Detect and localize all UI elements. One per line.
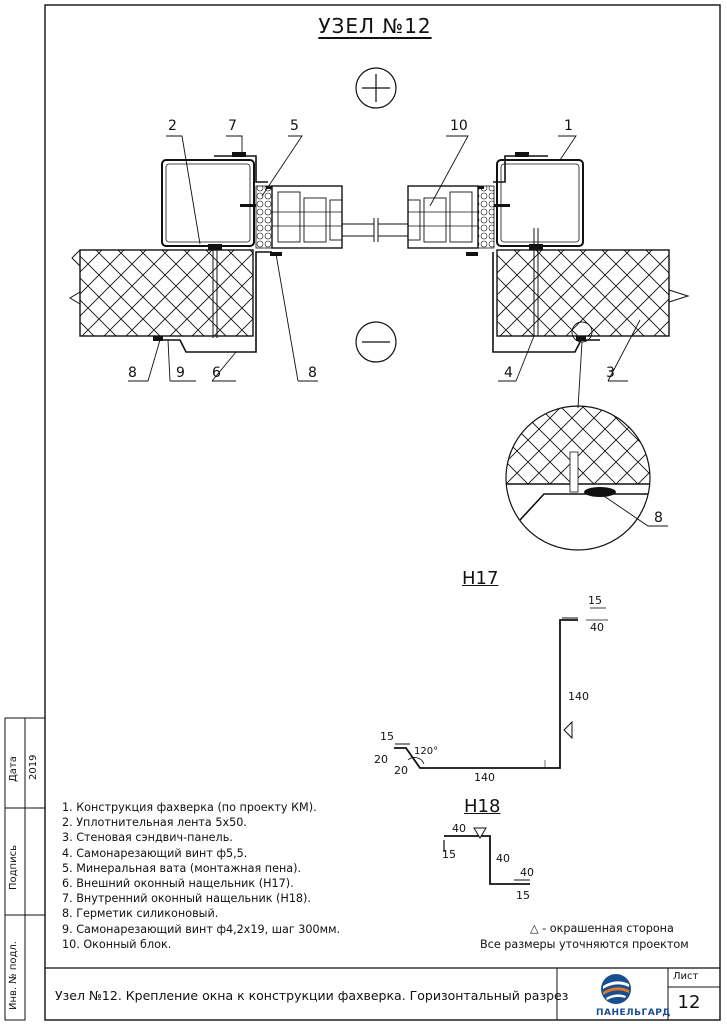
painted-side-note: △ - окрашенная сторона xyxy=(530,922,674,935)
legend-item: 3. Стеновая сэндвич-панель. xyxy=(62,831,233,845)
leader-lines xyxy=(128,135,668,527)
facade-frame-right xyxy=(496,159,584,336)
legend-item: 2. Уплотнительная лента 5х50. xyxy=(62,816,247,830)
h17-dim-top-flange: 40 xyxy=(590,621,604,634)
exterior-sign xyxy=(355,321,397,363)
h18-dim-bottom-hem: 15 xyxy=(516,889,530,902)
callout-7: 7 xyxy=(228,118,237,134)
profile-h17-label: Н17 xyxy=(462,568,499,589)
stamp-date-label: Дата xyxy=(8,756,19,782)
facade-frame-left xyxy=(161,159,255,338)
callout-10: 10 xyxy=(450,118,468,134)
legend-list: 1. Конструкция фахверка (по проекту КМ).… xyxy=(62,800,340,952)
title-block-caption: Узел №12. Крепление окна к конструкции ф… xyxy=(55,988,569,1003)
sheet-number: 12 xyxy=(677,992,701,1013)
brand-logo-icon xyxy=(601,974,631,1004)
legend-item: 10. Оконный блок. xyxy=(62,937,172,951)
h17-dim-angle: 120° xyxy=(414,746,439,757)
h18-dim-vertical: 40 xyxy=(496,852,510,865)
h18-dim-top: 40 xyxy=(452,822,466,835)
callout-9: 9 xyxy=(176,365,185,381)
h17-dim-left-down: 20 xyxy=(394,764,408,777)
callout-3: 3 xyxy=(606,365,615,381)
h18-dim-left-hem: 15 xyxy=(442,848,456,861)
legend-item: 4. Самонарезающий винт ф5,5. xyxy=(62,846,248,860)
mineral-wool-left xyxy=(255,185,273,249)
h17-dim-left-hem: 15 xyxy=(380,730,394,743)
h17-dim-top-hem: 15 xyxy=(588,594,602,607)
callout-1: 1 xyxy=(564,118,573,134)
legend-item: 9. Самонарезающий винт ф4,2х19, шаг 300м… xyxy=(62,922,341,936)
legend-item: 8. Герметик силиконовый. xyxy=(62,907,219,921)
h17-dim-bottom: 140 xyxy=(474,771,495,784)
window-block-left xyxy=(271,185,379,249)
callout-2: 2 xyxy=(168,118,177,134)
legend-item: 5. Минеральная вата (монтажная пена). xyxy=(62,861,302,875)
callout-6: 6 xyxy=(212,365,221,381)
legend-item: 1. Конструкция фахверка (по проекту КМ). xyxy=(62,801,317,814)
legend-item: 6. Внешний оконный нащельник (Н17). xyxy=(62,877,294,891)
sandwich-panel-left xyxy=(69,249,254,337)
mineral-wool-right xyxy=(477,185,495,249)
sandwich-panel-right xyxy=(496,249,690,337)
callout-4: 4 xyxy=(504,365,513,381)
window-block-right xyxy=(377,185,479,249)
callout-8-left: 8 xyxy=(128,365,137,381)
stamp-sign-label: Подпись xyxy=(8,845,19,890)
profile-h18-label: Н18 xyxy=(464,796,501,817)
profile-h17-drawing xyxy=(394,607,608,769)
callout-5: 5 xyxy=(290,118,299,134)
profile-h18-drawing xyxy=(443,827,530,885)
brand-name: ПАНЕЛЬГАРД xyxy=(596,1008,671,1018)
interior-sign xyxy=(355,67,397,109)
legend-item: 7. Внутренний оконный нащельник (Н18). xyxy=(62,892,311,906)
sheet-frame xyxy=(4,4,721,1021)
h17-dim-left-up: 20 xyxy=(374,753,388,766)
sheet-label: Лист xyxy=(673,971,699,982)
callout-8-mid: 8 xyxy=(308,365,317,381)
outer-flashing-left xyxy=(160,251,272,353)
dimensions-note: Все размеры уточняются проектом xyxy=(480,938,689,951)
drawing-title: УЗЕЛ №12 xyxy=(318,14,432,38)
stamp-inventory-label: Инв. № подл. xyxy=(8,941,19,1010)
callout-8-detail: 8 xyxy=(654,510,663,526)
detail-bubble xyxy=(505,405,651,551)
stamp-year: 2019 xyxy=(28,754,39,780)
h18-dim-bottom: 40 xyxy=(520,866,534,879)
h17-dim-vertical: 140 xyxy=(568,690,589,703)
